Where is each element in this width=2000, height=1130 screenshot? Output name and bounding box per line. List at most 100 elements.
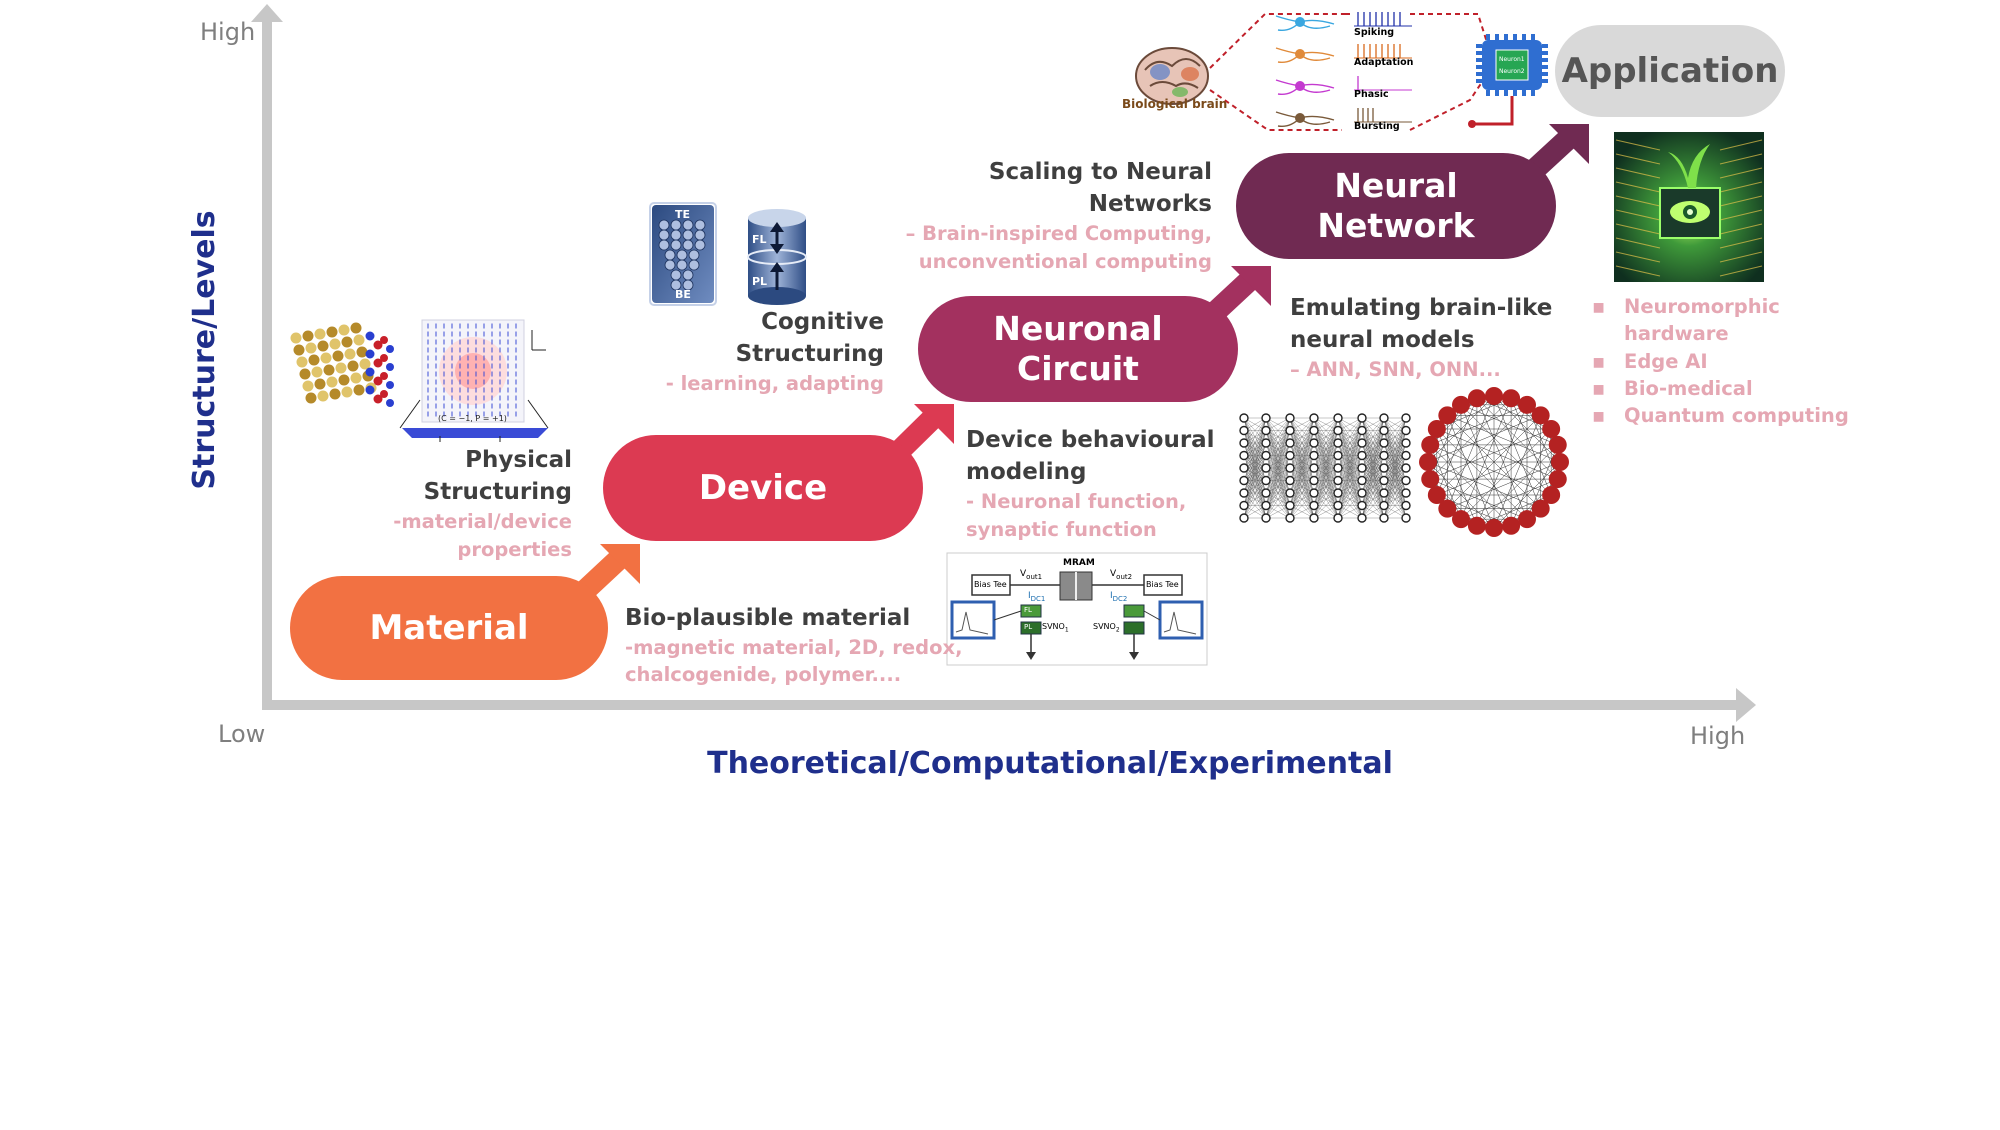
lattice-atom (317, 340, 329, 352)
pcb-trace (1615, 209, 1661, 221)
ring-node (1531, 499, 1550, 518)
ring-node (1452, 510, 1470, 529)
chip-pin (1476, 65, 1482, 69)
lattice-atom (338, 324, 350, 336)
nanoparticle (682, 229, 694, 241)
x-axis-low-label: Low (218, 720, 266, 748)
lattice-atom (320, 352, 332, 364)
nanoparticle (694, 219, 706, 231)
ann-node (1285, 488, 1295, 498)
lattice-atom (356, 346, 368, 358)
ann-connection (1383, 417, 1407, 519)
ann-connection (1383, 492, 1407, 519)
application-item: ▪Neuromorphic (1592, 293, 1849, 320)
chip-neuron2-label: Neuron2 (1499, 68, 1525, 75)
ring-connection (1430, 428, 1552, 480)
chip-pin (1542, 65, 1548, 69)
ring-node (1438, 406, 1457, 425)
ring-node (1518, 510, 1536, 529)
nanoparticle (676, 259, 688, 271)
ring-node (1548, 435, 1567, 454)
physical-title-1: Physical (465, 447, 572, 473)
ann-connection (1243, 417, 1267, 456)
chip-pin (1542, 44, 1548, 48)
ann-connection (1361, 467, 1385, 519)
ann-node (1239, 513, 1249, 523)
lattice-atom (329, 388, 341, 400)
device-model-desc-2: synaptic function (966, 517, 1157, 541)
ann-node (1333, 488, 1343, 498)
ann-node (1261, 463, 1271, 473)
ring-connection (1436, 428, 1558, 480)
pcb-trace (1719, 265, 1763, 277)
ann-connection (1313, 417, 1339, 519)
ann-node (1333, 513, 1343, 523)
lattice-atom (305, 342, 317, 354)
lattice-atom (380, 354, 388, 362)
stage-neural-network: Neural Network (1236, 153, 1556, 259)
ring-node (1427, 420, 1446, 438)
ann-node (1333, 438, 1343, 448)
stage-circuit-line2: Circuit (1017, 349, 1139, 388)
device-model-desc-1: - Neuronal function, (966, 490, 1187, 514)
lattice-atom (380, 390, 388, 398)
ann-node (1357, 425, 1367, 436)
recurrent-network-diagram (1419, 387, 1569, 537)
device-modeling-annotation: Device behavioural modeling - Neuronal f… (966, 424, 1215, 543)
lattice-atom (365, 349, 375, 359)
chip-pin (1513, 90, 1517, 96)
nanoparticle (670, 229, 682, 241)
mram-circuit-schematic (946, 552, 1208, 666)
ann-node (1379, 450, 1389, 461)
ann-node (1309, 475, 1319, 486)
bio-material-annotation: Bio-plausible material -magnetic materia… (625, 602, 963, 689)
chip-pin (1476, 44, 1482, 48)
ann-connection (1265, 417, 1291, 444)
ring-connection (1476, 404, 1528, 526)
bias-tee-1-label: Bias Tee (974, 580, 1007, 589)
lattice-atom (350, 322, 362, 334)
application-item: ▪Edge AI (1592, 348, 1849, 375)
lattice-atom (341, 386, 353, 398)
nanoparticle (682, 279, 694, 291)
ann-connection (1337, 480, 1363, 519)
ann-connection (1243, 417, 1267, 469)
chip-neuron1-label: Neuron1 (1499, 56, 1525, 63)
pcb-trace (1719, 167, 1763, 179)
brain-to-neuron-models-illustration (1135, 12, 1548, 131)
lattice-atom (314, 328, 326, 340)
material-pill (290, 576, 608, 680)
lattice-atom (305, 392, 317, 404)
ann-node (1333, 463, 1343, 473)
ring-connection (1430, 444, 1552, 496)
neuron-dendrite (1275, 79, 1335, 96)
ring-connection (1476, 398, 1528, 520)
ann-node (1333, 500, 1343, 511)
ann-connection (1337, 417, 1363, 456)
nanoparticle (682, 239, 694, 251)
bio-material-title: Bio-plausible material (625, 605, 911, 631)
lattice-atom (296, 356, 308, 368)
ann-node (1285, 413, 1295, 423)
lattice-atom (344, 348, 356, 360)
spiking-label: Spiking (1354, 27, 1395, 38)
circuit-pl-label: PL (1024, 623, 1033, 631)
physical-desc: -material/device properties (393, 510, 572, 561)
stage-material: Material (369, 607, 529, 648)
stage-circuit-line1: Neuronal (993, 309, 1163, 349)
ann-connection (1243, 417, 1267, 519)
ring-connection (1436, 398, 1478, 496)
ai-chip-illustration (1614, 132, 1764, 282)
chip-pin (1486, 90, 1490, 96)
ann-node (1239, 463, 1249, 473)
ring-node (1421, 470, 1440, 489)
ann-connection (1243, 480, 1267, 519)
pcb-trace (1719, 153, 1763, 165)
ring-node (1485, 519, 1503, 537)
pcb-trace (1615, 223, 1661, 235)
ann-node (1285, 475, 1295, 486)
nanoparticle (670, 239, 682, 251)
lattice-atom (335, 362, 347, 374)
bullet-icon: ▪ (1592, 349, 1606, 373)
device-pill (603, 435, 923, 541)
